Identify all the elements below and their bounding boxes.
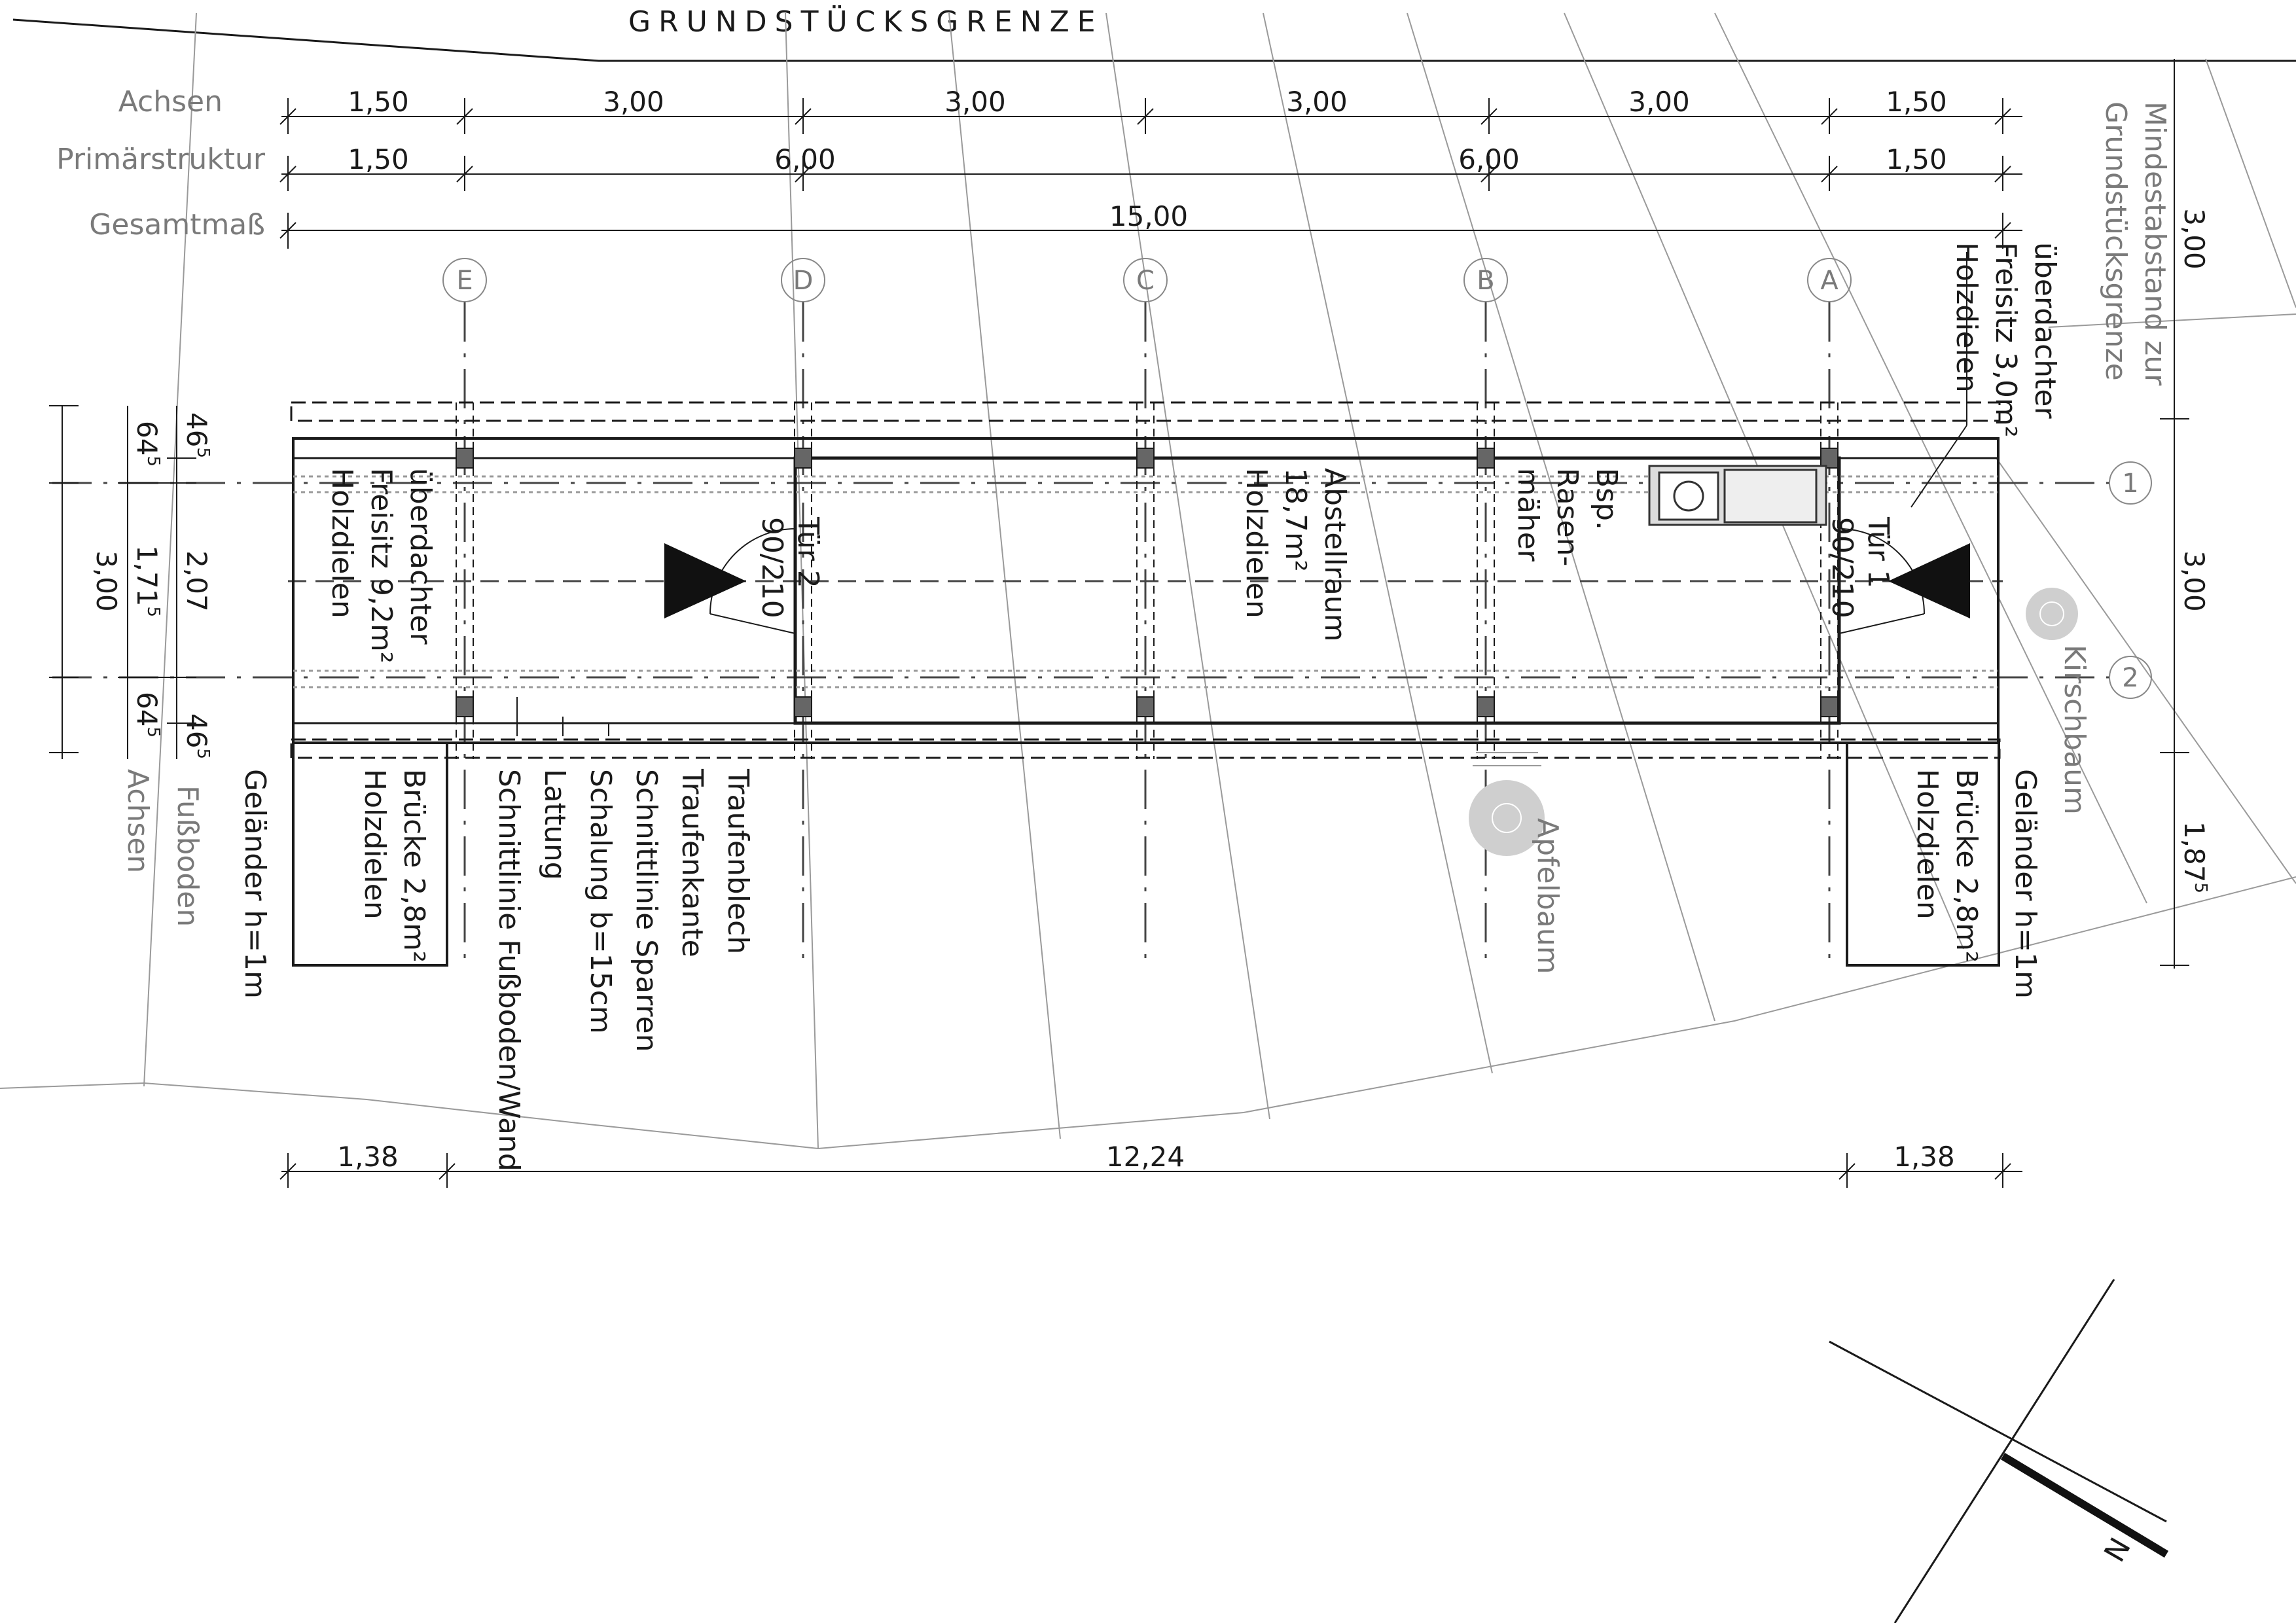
axis-bubbles: [442, 258, 2152, 699]
dim-left-achsen-mid: 1,715: [131, 545, 163, 617]
svg-text:90/210: 90/210: [755, 517, 789, 618]
left-floor-label: Fußboden: [171, 785, 204, 927]
dim-value: 1,50: [348, 86, 409, 118]
door-1: [1839, 528, 1970, 634]
annotation-traufenblech: Traufenblech: [721, 768, 755, 954]
apfelbaum-label: Apfelbaum: [1531, 818, 1564, 974]
svg-text:Brücke 2,8m²: Brücke 2,8m²: [397, 769, 431, 963]
door-2: [664, 528, 796, 634]
svg-text:Abstellraum: Abstellraum: [1318, 468, 1352, 642]
dim-row-gesamt: [279, 213, 2022, 249]
svg-text:Holzdielen: Holzdielen: [1240, 468, 1273, 618]
dim-value: 1,38: [337, 1141, 399, 1173]
annotation-schalung: Schalung b=15cm: [584, 769, 617, 1034]
svg-text:18,7m²: 18,7m²: [1279, 468, 1312, 571]
kirschbaum-label: Kirschbaum: [2058, 645, 2091, 815]
dim-value: 12,24: [1106, 1141, 1185, 1173]
dim-value: 1,50: [348, 143, 409, 175]
dim-right-bottom: 1,875: [2178, 821, 2210, 893]
svg-text:Rasen-: Rasen-: [1551, 468, 1584, 566]
min-distance-label-2: Grundstücksgrenze: [2099, 101, 2132, 381]
railing-right-label: Geländer h=1m: [2009, 769, 2042, 999]
dim-value: 6,00: [1458, 143, 1520, 175]
dim-row-gesamt-label: Gesamtmaß: [89, 208, 265, 241]
min-distance-label-1: Mindestabstand zur: [2138, 101, 2172, 386]
svg-text:mäher: mäher: [1511, 468, 1545, 562]
svg-text:Brücke 2,8m²: Brücke 2,8m²: [1950, 769, 1983, 963]
axis-label-1: 1: [2122, 469, 2138, 499]
right-dim-chain: [2160, 59, 2189, 969]
annotation-traufenkante: Traufenkante: [675, 768, 709, 957]
dim-value: 1,50: [1886, 86, 1947, 118]
dim-left-achsen-bottom: 645: [131, 692, 163, 738]
dim-value: 3,00: [944, 86, 1006, 118]
room-abstellraum: Abstellraum 18,7m² Holzdielen: [1240, 468, 1352, 642]
svg-text:Holzdielen: Holzdielen: [1910, 769, 1944, 919]
axis-label-C: C: [1136, 266, 1155, 296]
annotation-schnittlinie-sparren: Schnittlinie Sparren: [630, 769, 663, 1052]
railing-left-label: Geländer h=1m: [238, 769, 272, 999]
dim-left-floor-bottom: 465: [181, 713, 213, 759]
bridge-right-label: Brücke 2,8m² Holzdielen: [1910, 769, 1983, 963]
axis-label-B: B: [1477, 266, 1494, 296]
dim-value: 3,00: [603, 86, 664, 118]
axis-label-A: A: [1820, 266, 1839, 296]
dim-value: 1,38: [1893, 1141, 1955, 1173]
dim-right-mid: 3,00: [2178, 550, 2210, 612]
svg-text:Holzdielen: Holzdielen: [1950, 242, 1983, 393]
svg-text:Tür 2: Tür 2: [791, 516, 825, 588]
left-dim-chains: [49, 405, 196, 759]
door-2-label: Tür 2 90/210: [755, 516, 825, 618]
dim-row-achsen-label: Achsen: [118, 85, 223, 118]
room-rasenmaeher: Bsp. Rasen- mäher: [1511, 468, 1623, 566]
svg-text:Holzdielen: Holzdielen: [325, 468, 359, 618]
dim-left-floor-mid: 2,07: [181, 550, 213, 612]
dim-left-floor-top: 465: [181, 412, 213, 458]
annotation-lattung: Lattung: [538, 769, 571, 880]
room-freisitz-left: überdachter Freisitz 9,2m² Holzdielen: [325, 468, 437, 663]
building-structure: [290, 401, 2001, 967]
svg-text:Holzdielen: Holzdielen: [358, 769, 391, 919]
dim-left-total: 3,00: [90, 550, 122, 612]
apfelbaum-icon: [1469, 752, 1545, 856]
property-boundary-line: [12, 18, 2296, 62]
lawnmower-icon: [1648, 465, 1827, 526]
svg-text:Tür 1: Tür 1: [1861, 516, 1895, 588]
svg-text:überdachter: überdachter: [2028, 242, 2062, 419]
dim-value: 15,00: [1109, 200, 1188, 232]
annotation-leaders: [516, 252, 1967, 736]
dim-row-achsen: [279, 98, 2022, 134]
svg-text:Bsp.: Bsp.: [1590, 468, 1623, 530]
axis-lines: [52, 302, 2109, 962]
dim-row-primaerstruktur-label: Primärstruktur: [56, 143, 266, 176]
svg-text:Freisitz 9,2m²: Freisitz 9,2m²: [365, 468, 398, 663]
dim-value: 3,00: [1628, 86, 1690, 118]
dim-row-bottom: [279, 1153, 2022, 1188]
dim-value: 1,50: [1886, 143, 1947, 175]
dim-row-primaerstruktur: [279, 156, 2022, 191]
axis-label-D: D: [793, 266, 814, 296]
svg-text:überdachter: überdachter: [404, 468, 437, 645]
annotation-schnittlinie-fussboden: Schnittlinie Fußboden/Wand: [492, 769, 526, 1171]
axis-label-E: E: [456, 266, 473, 296]
svg-text:90/210: 90/210: [1825, 517, 1859, 618]
door-1-label: Tür 1 90/210: [1825, 516, 1895, 618]
dim-value: 3,00: [1286, 86, 1348, 118]
dim-left-achsen-top: 645: [131, 421, 163, 467]
axis-label-2: 2: [2122, 663, 2138, 693]
kirschbaum-icon: [2026, 588, 2078, 640]
dim-value: 6,00: [774, 143, 836, 175]
property-boundary-label: GRUNDSTÜCKSGRENZE: [628, 5, 1103, 39]
north-arrow-icon: [1829, 1279, 2169, 1623]
bridge-left-label: Brücke 2,8m² Holzdielen: [358, 769, 431, 963]
room-freisitz-right: überdachter Freisitz 3,0m² Holzdielen: [1950, 242, 2062, 437]
svg-text:Freisitz 3,0m²: Freisitz 3,0m²: [1989, 242, 2022, 437]
dim-right-top: 3,00: [2178, 208, 2210, 270]
left-achsen-label: Achsen: [121, 769, 154, 873]
